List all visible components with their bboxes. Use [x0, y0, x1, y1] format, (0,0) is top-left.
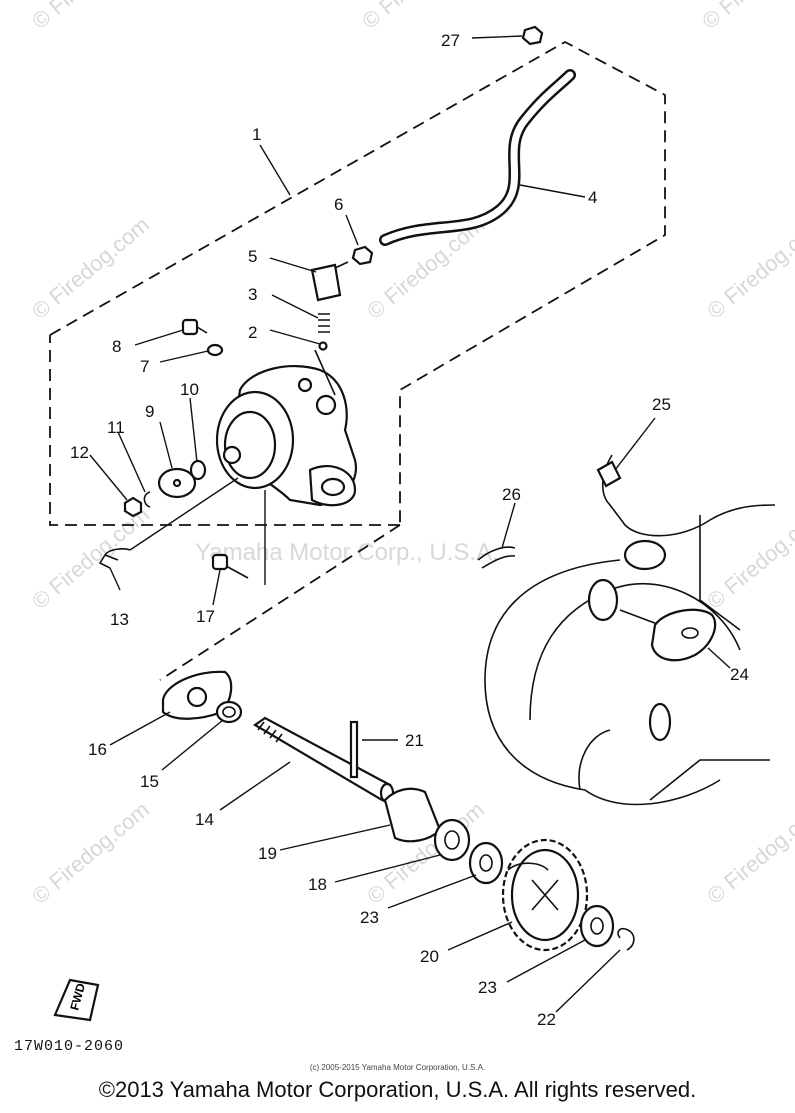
clip-11 — [143, 491, 151, 508]
gasket-16-hole — [186, 686, 208, 708]
plate-9-hub — [172, 478, 182, 488]
watermark-site: © Firedog.com — [697, 0, 795, 34]
leader-13-to-pump — [129, 477, 239, 551]
bolt-8-shank — [196, 326, 208, 334]
bolt-17-shank — [225, 565, 249, 579]
callout-8: 8 — [112, 337, 121, 356]
washer-23a-inner — [479, 854, 493, 872]
callout-23: 23 — [360, 908, 379, 927]
callout-17: 17 — [196, 607, 215, 626]
callout-5: 5 — [248, 247, 257, 266]
oil-pump-body — [215, 349, 358, 507]
watermark-site: © Firedog.com — [702, 502, 795, 614]
leader-lines — [89, 35, 731, 1013]
small-copyright: (c) 2005-2015 Yamaha Motor Corporation, … — [309, 1063, 486, 1072]
callout-22: 22 — [537, 1010, 556, 1029]
clip-13 — [98, 548, 131, 569]
washer-23a — [468, 841, 504, 885]
callout-16: 16 — [88, 740, 107, 759]
assembly-outline — [49, 40, 666, 526]
callout-24: 24 — [730, 665, 749, 684]
gear-20 — [501, 838, 589, 952]
callout-27: 27 — [441, 31, 460, 50]
callout-10: 10 — [180, 380, 199, 399]
circlip-22 — [617, 927, 635, 951]
fwd-arrow-icon: FWD — [53, 978, 100, 1022]
engine-case — [484, 454, 776, 806]
shaft-14-thread — [257, 721, 283, 743]
callout-9: 9 — [145, 402, 154, 421]
watermark-site: © Firedog.com — [357, 0, 484, 34]
callout-18: 18 — [308, 875, 327, 894]
watermark-site: © Firedog.com — [27, 212, 154, 324]
collar-19 — [383, 787, 442, 843]
callout-15: 15 — [140, 772, 159, 791]
callout-7: 7 — [140, 357, 149, 376]
callout-11: 11 — [107, 418, 125, 437]
seal-15-inner — [222, 706, 236, 718]
washer-10 — [189, 459, 207, 481]
callout-14: 14 — [195, 810, 214, 829]
fitting-5 — [310, 263, 342, 302]
bolt-8 — [181, 318, 199, 336]
ball-2 — [318, 341, 328, 351]
callout-3: 3 — [248, 285, 257, 304]
callout-19: 19 — [258, 844, 277, 863]
watermark-company: Yamaha Motor Corp., U.S.A. — [195, 539, 499, 566]
callout-4: 4 — [588, 188, 597, 207]
hose-clip-6 — [351, 245, 374, 266]
nut-12 — [123, 496, 143, 518]
cover-24-hole — [681, 627, 699, 639]
washer-7 — [206, 343, 224, 357]
main-copyright: ©2013 Yamaha Motor Corporation, U.S.A. A… — [98, 1077, 697, 1102]
watermark-site: © Firedog.com — [27, 0, 154, 34]
watermark-site: © Firedog.com — [27, 797, 154, 909]
callout-26: 26 — [502, 485, 521, 504]
hose-clip-27 — [521, 25, 544, 46]
washer-18 — [433, 818, 471, 862]
callout-6: 6 — [334, 195, 343, 214]
clip-26 — [477, 546, 516, 569]
seal-15 — [215, 700, 243, 724]
washer-23b — [579, 904, 615, 948]
pin-21 — [349, 720, 359, 779]
spring-3 — [318, 313, 330, 333]
watermark-site: © Firedog.com — [27, 502, 154, 614]
callout-1: 1 — [252, 125, 261, 144]
watermark-site: © Firedog.com — [702, 212, 795, 324]
assembly-outline-lower — [159, 524, 401, 681]
callout-numbers: 1 2 3 4 5 6 7 8 9 10 11 12 13 14 15 16 1… — [70, 31, 749, 1029]
callout-12: 12 — [70, 443, 89, 462]
callout-23: 23 — [478, 978, 497, 997]
washer-23b-inner — [590, 917, 604, 935]
callout-21: 21 — [405, 731, 424, 750]
diagram-code: 17W010-2060 — [14, 1038, 125, 1055]
callout-13: 13 — [110, 610, 129, 629]
watermark-site: © Firedog.com — [702, 797, 795, 909]
fitting-5-nozzle — [334, 261, 349, 269]
fwd-label: FWD — [67, 981, 88, 1011]
oil-hose-inner — [381, 71, 574, 244]
callout-20: 20 — [420, 947, 439, 966]
callout-25: 25 — [652, 395, 671, 414]
washer-18-inner — [444, 830, 460, 850]
clip-25 — [596, 460, 622, 488]
bolt-17 — [211, 553, 229, 571]
callout-2: 2 — [248, 323, 257, 342]
